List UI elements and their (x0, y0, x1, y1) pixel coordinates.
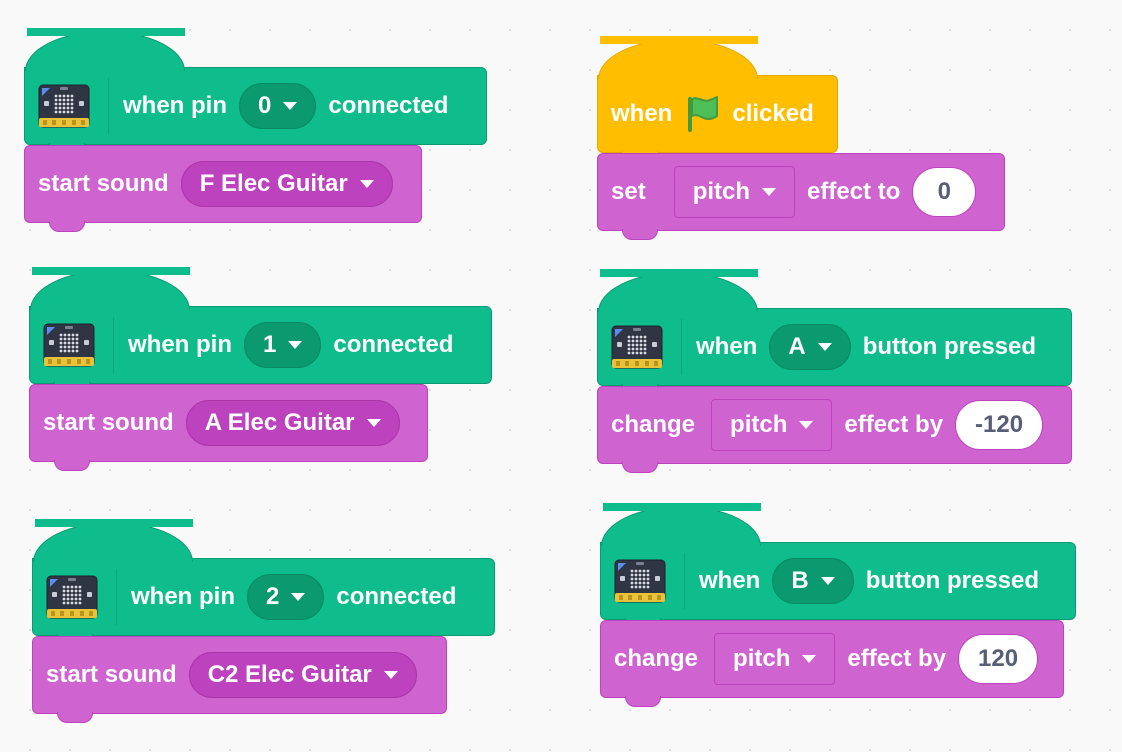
when-pin-label: when pin (123, 92, 227, 119)
when-label: when (696, 333, 758, 360)
effect-dropdown[interactable]: pitch (714, 633, 836, 685)
hat-cap (25, 28, 185, 71)
effect-by-label: effect by (844, 411, 944, 438)
start-sound-block[interactable]: start sound C2 Elec Guitar (32, 636, 447, 723)
button-dropdown[interactable]: A (769, 324, 851, 370)
change-effect-block[interactable]: change pitch effect by 120 (600, 620, 1064, 707)
block-tab (57, 712, 93, 723)
block-tab (54, 460, 90, 471)
effect-dropdown-value: pitch (692, 178, 751, 205)
start-sound-block[interactable]: start sound A Elec Guitar (29, 384, 428, 471)
microbit-icon (38, 84, 90, 128)
separator (116, 569, 117, 625)
dropdown-arrow-icon (359, 180, 374, 188)
hat-cap (33, 519, 193, 562)
start-sound-label: start sound (38, 170, 169, 197)
hat-cap (30, 267, 190, 310)
dropdown-arrow-icon (820, 577, 835, 585)
set-effect-block[interactable]: set pitch effect to 0 (597, 153, 1005, 240)
change-label: change (611, 411, 696, 438)
dropdown-arrow-icon (799, 421, 814, 429)
effect-value-input[interactable]: 120 (958, 634, 1039, 684)
block-tab (49, 221, 85, 232)
button-pressed-label: button pressed (865, 567, 1040, 594)
sound-dropdown-value: F Elec Guitar (199, 170, 348, 197)
change-effect-block[interactable]: change pitch effect by -120 (597, 386, 1072, 473)
when-pin-connected-hat-block[interactable]: when pin 1 connected (29, 267, 492, 393)
hat-cap (598, 269, 758, 312)
sound-dropdown-value: A Elec Guitar (204, 409, 355, 436)
separator (113, 317, 114, 373)
start-sound-label: start sound (43, 409, 174, 436)
pin-dropdown[interactable]: 1 (244, 322, 322, 368)
effect-value-input[interactable]: -120 (955, 400, 1044, 450)
effect-dropdown-value: pitch (733, 645, 791, 672)
block-tab (622, 229, 658, 240)
connected-label: connected (333, 331, 454, 358)
hat-cap (598, 36, 758, 79)
when-pin-label: when pin (131, 583, 235, 610)
pin-dropdown[interactable]: 0 (239, 83, 317, 129)
effect-by-label: effect by (847, 645, 947, 672)
effect-dropdown-value: pitch (730, 411, 788, 438)
dropdown-arrow-icon (383, 671, 398, 679)
pin-dropdown[interactable]: 2 (247, 574, 325, 620)
sound-dropdown[interactable]: C2 Elec Guitar (188, 652, 417, 698)
sound-dropdown-value: C2 Elec Guitar (207, 661, 372, 688)
hat-cap (601, 503, 761, 546)
button-pressed-label: button pressed (862, 333, 1037, 360)
dropdown-arrow-icon (366, 419, 381, 427)
change-label: change (614, 645, 699, 672)
microbit-icon (43, 323, 95, 367)
when-pin-connected-hat-block[interactable]: when pin 0 connected (24, 28, 487, 154)
button-dropdown-value: A (788, 333, 806, 360)
dropdown-arrow-icon (283, 102, 298, 110)
when-button-pressed-hat-block[interactable]: when A button pressed (597, 269, 1072, 395)
connected-label: connected (328, 92, 449, 119)
button-dropdown-value: B (791, 567, 809, 594)
dropdown-arrow-icon (291, 593, 306, 601)
clicked-label: clicked (732, 100, 814, 127)
dropdown-arrow-icon (288, 341, 303, 349)
separator (684, 553, 685, 609)
effect-value-input[interactable]: 0 (912, 167, 977, 217)
when-label: when (699, 567, 761, 594)
sound-dropdown[interactable]: F Elec Guitar (180, 161, 393, 207)
when-pin-connected-hat-block[interactable]: when pin 2 connected (32, 519, 495, 645)
dropdown-arrow-icon (817, 343, 832, 351)
connected-label: connected (336, 583, 457, 610)
effect-dropdown[interactable]: pitch (673, 166, 796, 218)
pin-dropdown-value: 2 (266, 583, 280, 610)
green-flag-icon (688, 96, 719, 132)
start-sound-label: start sound (46, 661, 177, 688)
microbit-icon (611, 325, 663, 369)
set-label: set (611, 178, 646, 205)
when-flag-clicked-hat-block[interactable]: when clicked (597, 36, 838, 162)
separator (681, 319, 682, 375)
dropdown-arrow-icon (802, 655, 817, 663)
effect-to-label: effect to (807, 178, 901, 205)
when-label: when (611, 100, 673, 127)
separator (108, 78, 109, 134)
microbit-icon (46, 575, 98, 619)
dropdown-arrow-icon (762, 188, 777, 196)
microbit-icon (614, 559, 666, 603)
sound-dropdown[interactable]: A Elec Guitar (185, 400, 400, 446)
block-tab (622, 462, 658, 473)
block-tab (625, 696, 661, 707)
button-dropdown[interactable]: B (772, 558, 854, 604)
effect-dropdown[interactable]: pitch (711, 399, 833, 451)
start-sound-block[interactable]: start sound F Elec Guitar (24, 145, 422, 232)
pin-dropdown-value: 0 (258, 92, 272, 119)
when-pin-label: when pin (128, 331, 232, 358)
pin-dropdown-value: 1 (263, 331, 277, 358)
when-button-pressed-hat-block[interactable]: when B button pressed (600, 503, 1076, 629)
